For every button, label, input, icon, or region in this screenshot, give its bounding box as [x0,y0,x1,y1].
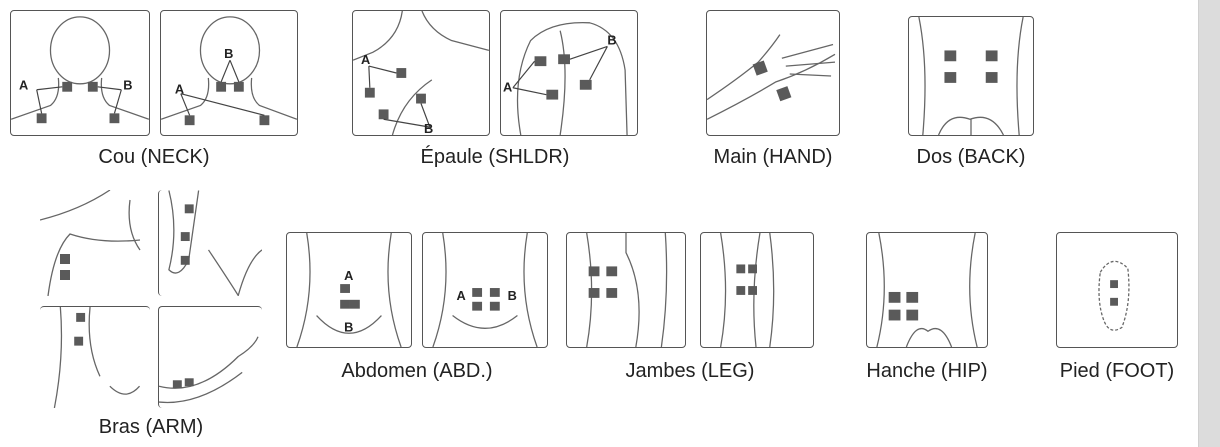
back-diagram [908,16,1034,136]
electrode-pad [986,72,998,83]
leg-diagram-2 [700,232,814,348]
label-a: A [457,288,466,303]
caption-back: Dos (BACK) [890,146,1052,169]
electrode-pad [889,310,901,321]
electrode-pad [589,288,600,298]
electrode-pad [906,292,918,303]
caption-hip: Hanche (HIP) [852,360,1002,383]
arm-diagram-3 [40,306,150,408]
label-b: B [123,78,132,93]
label-b: B [344,319,353,334]
arm-diagram-2 [158,190,262,296]
abdomen-diagram-2: A B [422,232,548,348]
electrode-pad [736,286,745,295]
electrode-pad [736,264,745,273]
leg-diagram-1 [566,232,686,348]
electrode-pad [185,115,195,125]
shoulder-diagram-2: B A [500,10,638,136]
electrode-pad [986,50,998,61]
electrode-pad [340,284,350,293]
neck-diagram-1: A B [10,10,150,136]
electrode-pad [490,288,500,297]
caption-leg: Jambes (LEG) [566,360,814,383]
arm-diagram-1 [40,190,150,296]
electrode-pad [748,264,757,273]
electrode-pad [110,113,120,123]
electrode-pad [396,68,406,78]
electrode-pad [379,109,389,119]
electrode-pad [558,54,570,64]
electrode-pad [76,313,85,322]
electrode-pad [185,378,194,386]
shoulder-diagram-1: A B [352,10,490,136]
electrode-pad [340,300,350,309]
hand-diagram [706,10,840,136]
electrode-pad [889,292,901,303]
electrode-pad [1110,298,1118,306]
caption-abdomen: Abdomen (ABD.) [286,360,548,383]
electrode-pad [589,266,600,276]
electrode-pad [62,82,72,92]
label-b: B [607,32,616,47]
hip-diagram [866,232,988,348]
label-b: B [424,121,433,135]
electrode-pad [37,113,47,123]
caption-hand: Main (HAND) [690,146,856,169]
label-a: A [175,82,184,97]
label-b: B [224,46,233,61]
electrode-pad [776,86,791,101]
electrode-pad [490,302,500,311]
electrode-pad [748,286,757,295]
label-a: A [344,268,353,283]
label-a: A [361,52,370,67]
electrode-pad [74,337,83,346]
electrode-pad [535,56,547,66]
electrode-pad [906,310,918,321]
electrode-pad [185,204,194,213]
foot-diagram [1056,232,1178,348]
electrode-pad [1110,280,1118,288]
caption-arm: Bras (ARM) [40,416,262,439]
electrode-pad [234,82,244,92]
abdomen-diagram-1: A B [286,232,412,348]
electrode-pad [416,94,426,104]
electrode-pad [60,254,70,264]
electrode-pad [753,61,768,76]
electrode-pad [472,288,482,297]
arm-diagram-4 [158,306,262,408]
electrode-pad [580,80,592,90]
electrode-pad [181,256,190,265]
electrode-pad [944,50,956,61]
caption-neck: Cou (NECK) [10,146,298,169]
electrode-pad [606,288,617,298]
electrode-pad [546,90,558,100]
electrode-pad [365,88,375,98]
label-a: A [503,80,512,95]
electrode-pad [944,72,956,83]
electrode-pad [216,82,226,92]
electrode-pad [606,266,617,276]
vertical-scrollbar[interactable] [1198,0,1220,447]
electrode-pad [181,232,190,241]
electrode-pad [350,300,360,309]
electrode-pad [60,270,70,280]
label-a: A [19,78,28,93]
electrode-pad [260,115,270,125]
neck-diagram-2: B A [160,10,298,136]
electrode-pad [88,82,98,92]
electrode-pad [472,302,482,311]
caption-shoulder: Épaule (SHLDR) [352,146,638,169]
caption-foot: Pied (FOOT) [1042,360,1192,383]
electrode-pad [173,380,182,388]
label-b: B [508,288,517,303]
